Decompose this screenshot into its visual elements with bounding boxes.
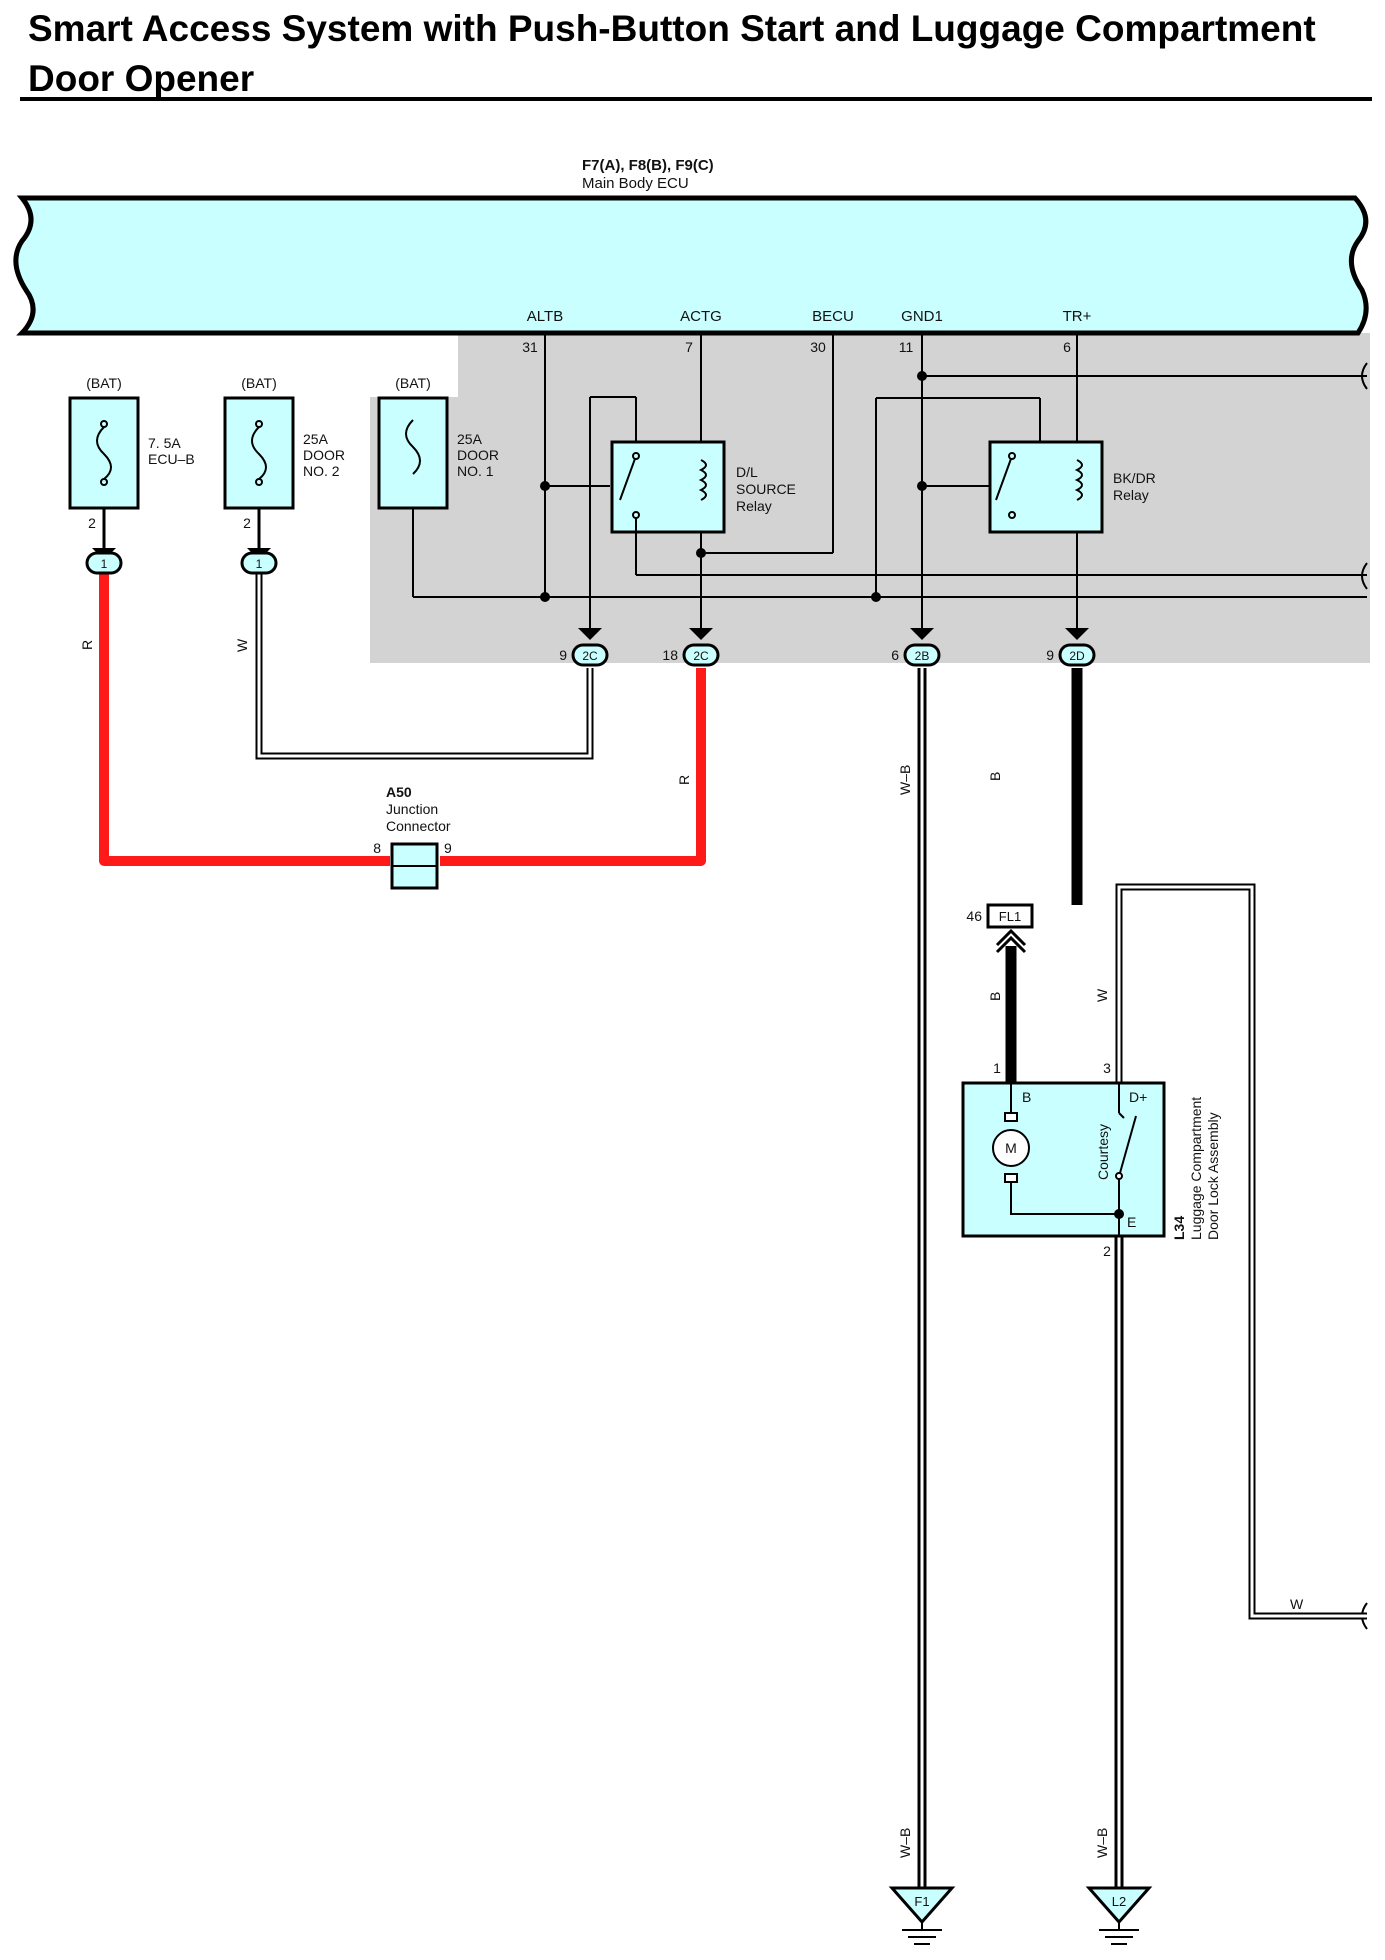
lock-courtesy-label: Courtesy (1095, 1124, 1111, 1180)
terminal-becu-pin: 30 (810, 339, 826, 355)
lock-terminal-b: B (1022, 1089, 1031, 1105)
wire-color-w-2: W (1094, 988, 1110, 1002)
fuse-door1-name: DOOR (457, 447, 499, 463)
fuse-door1-no: NO. 1 (457, 463, 494, 479)
w-wire-dplus-inner (1117, 885, 1367, 1618)
terminal-gnd1-pin: 11 (899, 339, 914, 355)
lock-pin-b: 1 (993, 1060, 1001, 1076)
wire-color-w-1: W (234, 638, 250, 652)
ecu-body (13, 195, 1369, 336)
output-2b6-pin: 6 (891, 647, 899, 663)
w-wire-dplus (1115, 883, 1367, 1620)
inline-connector-fl1 (986, 903, 1034, 954)
wire-color-r-1: R (79, 640, 95, 650)
terminal-gnd1-label: GND1 (901, 308, 943, 325)
terminal-altb-pin: 31 (522, 339, 538, 355)
ecu-internal-block (370, 333, 1370, 663)
fuse-door1-rating: 25A (457, 431, 483, 447)
dl-source-relay (610, 440, 726, 534)
fl1-id: FL1 (999, 909, 1021, 924)
fuse-door2-no: NO. 2 (303, 463, 340, 479)
terminal-altb-label: ALTB (527, 308, 563, 325)
page-title: Smart Access System with Push-Button Sta… (28, 8, 1316, 99)
bkdr-relay (988, 440, 1104, 534)
ecu-connector-ids: F7(A), F8(B), F9(C) (582, 157, 714, 174)
fuse-door2-supply: (BAT) (241, 375, 277, 391)
junction-pin-right: 9 (444, 840, 452, 856)
lock-pin-dplus: 3 (1103, 1060, 1111, 1076)
wire-color-wb-1: W–B (897, 765, 913, 795)
terminal-trplus-label: TR+ (1063, 308, 1092, 325)
lock-terminal-dplus: D+ (1129, 1089, 1147, 1105)
wire-color-r-2: R (676, 775, 692, 785)
lock-assembly-l34 (961, 1081, 1166, 1238)
dl-relay-label-3: Relay (736, 498, 772, 514)
wire-color-wb-2: W–B (897, 1828, 913, 1858)
lock-label-2: Door Lock Assembly (1205, 1112, 1221, 1240)
terminal-becu-label: BECU (812, 308, 854, 325)
output-2c18-pin: 18 (662, 647, 678, 663)
fuse-ecub (68, 396, 140, 510)
ground-f1-label: F1 (914, 1894, 929, 1909)
fuse-door2-rating: 25A (303, 431, 329, 447)
fl1-pin: 46 (966, 908, 982, 924)
output-2c9-pin: 9 (559, 647, 567, 663)
output-2d9-pin: 9 (1046, 647, 1054, 663)
terminal-actg-pin: 7 (685, 339, 693, 355)
fuse-ecub-connector (85, 548, 123, 575)
output-2c18-conn: 2C (693, 649, 709, 663)
output-2b6-conn: 2B (915, 649, 930, 663)
wire-color-b-2: B (987, 992, 1003, 1001)
wire-color-b-1: B (987, 772, 1003, 781)
dl-relay-label-2: SOURCE (736, 481, 796, 497)
junction-connector (390, 842, 439, 890)
fuse-door2 (223, 396, 295, 510)
fuse-door2-conn-pin: 1 (256, 557, 263, 571)
lock-label-1: Luggage Compartment (1188, 1097, 1204, 1240)
fuse-door2-name: DOOR (303, 447, 345, 463)
lock-motor-symbol: M (1005, 1140, 1017, 1156)
ground-f1 (888, 1886, 956, 1945)
red-wire-actg (440, 668, 706, 866)
fuse-door1-supply: (BAT) (395, 375, 431, 391)
junction-dots (540, 371, 927, 602)
ecu-output-connectors (571, 628, 1096, 667)
junction-pin-left: 8 (373, 840, 381, 856)
output-2d9-conn: 2D (1069, 649, 1085, 663)
fuse-door1 (377, 396, 449, 510)
fuse-door2-pin: 2 (243, 515, 251, 531)
ecu-name: Main Body ECU (582, 175, 689, 192)
fuse-ecub-conn-pin: 1 (101, 557, 108, 571)
fuse-ecub-supply: (BAT) (86, 375, 122, 391)
lock-id: L34 (1171, 1216, 1187, 1240)
fuse-ecub-name: ECU–B (148, 451, 195, 467)
red-wire-ecub (99, 570, 390, 866)
bkdr-relay-label-2: Relay (1113, 487, 1149, 503)
junction-label-1: Junction (386, 801, 438, 817)
dl-relay-label-1: D/L (736, 464, 758, 480)
fuse-ecub-rating: 7. 5A (148, 435, 181, 451)
lock-terminal-e: E (1127, 1214, 1136, 1230)
terminal-actg-label: ACTG (680, 308, 722, 325)
junction-id: A50 (386, 784, 412, 800)
lock-pin-e: 2 (1103, 1243, 1111, 1259)
bkdr-relay-label-1: BK/DR (1113, 470, 1156, 486)
ground-l2-label: L2 (1112, 1894, 1126, 1909)
wire-color-w-3: W (1290, 1596, 1304, 1612)
fuse-door2-connector (240, 548, 278, 575)
output-2c9-conn: 2C (582, 649, 598, 663)
wire-color-wb-3: W–B (1094, 1828, 1110, 1858)
white-wire-door2-inner (257, 570, 592, 758)
title-underline (20, 97, 1372, 101)
junction-label-2: Connector (386, 818, 451, 834)
ground-l2 (1085, 1886, 1153, 1945)
terminal-trplus-pin: 6 (1063, 339, 1071, 355)
fuse-ecub-pin: 2 (88, 515, 96, 531)
